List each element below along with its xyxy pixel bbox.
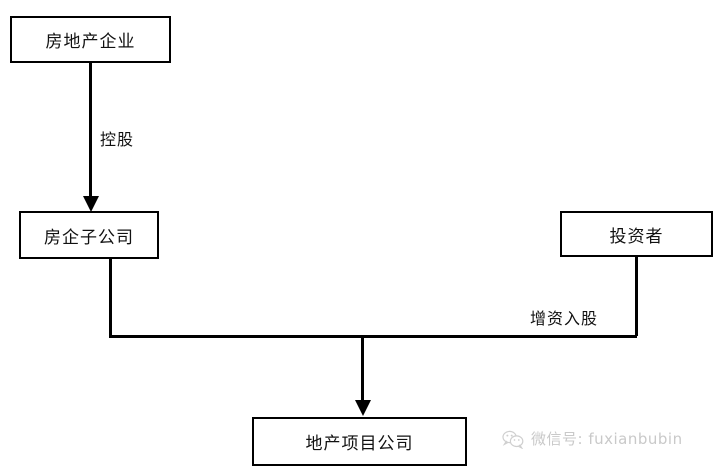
arrow-down-icon-trunk-to-project xyxy=(355,400,371,416)
node-investor: 投资者 xyxy=(560,211,713,257)
node-subsidiary-label: 房企子公司 xyxy=(44,227,134,247)
edge-label-capital-increase: 增资入股 xyxy=(530,311,599,328)
node-investor-label: 投资者 xyxy=(609,226,664,246)
node-project-label: 地产项目公司 xyxy=(305,434,414,453)
node-developer-label: 房地产企业 xyxy=(45,32,136,51)
edge-investor-drop-line xyxy=(635,256,638,336)
edge-trunk-to-project-line xyxy=(361,337,364,403)
edge-developer-to-subsidiary-line xyxy=(89,63,92,203)
watermark: 微信号: fuxianbubin xyxy=(502,430,683,449)
edge-subsidiary-drop-line xyxy=(109,259,112,337)
node-project: 地产项目公司 xyxy=(252,417,467,466)
node-subsidiary: 房企子公司 xyxy=(19,211,159,259)
node-developer: 房地产企业 xyxy=(10,16,171,63)
edge-label-control: 控股 xyxy=(100,132,135,149)
watermark-text: 微信号: fuxianbubin xyxy=(531,430,683,448)
edge-trunk-line xyxy=(109,335,637,338)
arrow-down-icon-developer-to-subsidiary xyxy=(83,196,99,212)
wechat-icon xyxy=(502,430,524,449)
